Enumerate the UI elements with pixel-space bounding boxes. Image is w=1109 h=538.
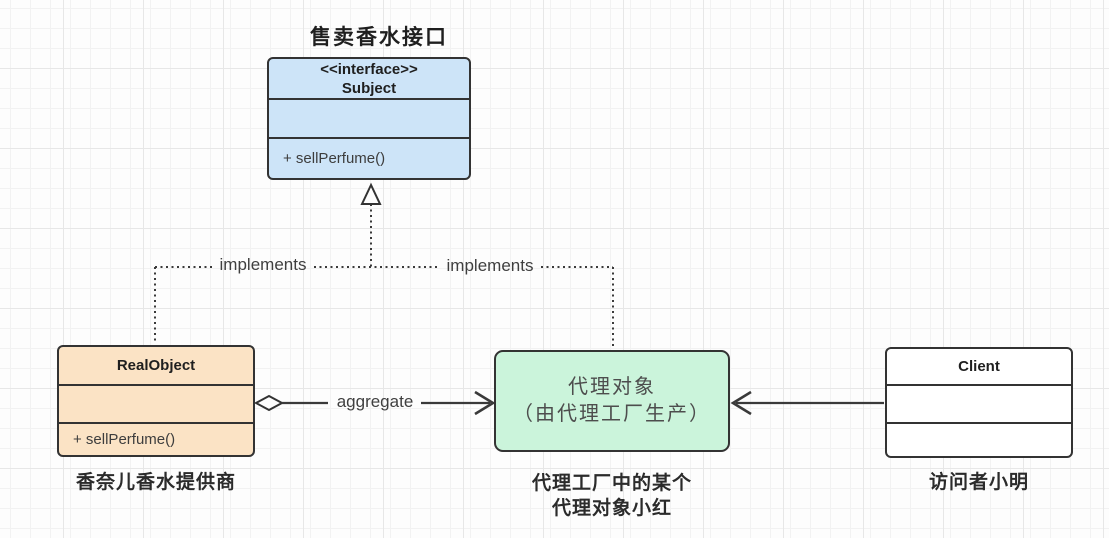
aggregate-open-arrowhead bbox=[474, 390, 496, 416]
proxy-label-line1: 代理对象 bbox=[568, 376, 656, 398]
real-object-method: + sellPerfume() bbox=[73, 431, 176, 448]
interface-method: + sellPerfume() bbox=[283, 150, 386, 167]
association-open-arrowhead bbox=[730, 390, 752, 416]
interface-name: Subject bbox=[341, 79, 397, 97]
interface-box[interactable]: <<interface>> Subject + sellPerfume() bbox=[267, 57, 471, 180]
aggregate-label: aggregate bbox=[336, 392, 414, 411]
proxy-object-box[interactable]: 代理对象 （由代理工厂生产） bbox=[494, 350, 730, 452]
proxy-label-line2: （由代理工厂生产） bbox=[513, 403, 711, 425]
proxy-caption-line1: 代理工厂中的某个 bbox=[531, 473, 692, 494]
proxy-caption: 代理工厂中的某个 代理对象小红 bbox=[484, 471, 740, 521]
real-object-attributes-compartment bbox=[59, 384, 253, 422]
interface-title-label: 售卖香水接口 bbox=[310, 26, 448, 49]
real-object-box[interactable]: RealObject + sellPerfume() bbox=[57, 345, 255, 457]
interface-stereotype: <<interface>> bbox=[320, 60, 418, 78]
real-object-name: RealObject bbox=[116, 357, 196, 374]
interface-header: <<interface>> Subject bbox=[269, 59, 469, 98]
client-box[interactable]: Client bbox=[885, 347, 1073, 458]
client-header: Client bbox=[887, 349, 1071, 384]
client-attributes-compartment bbox=[887, 384, 1071, 422]
client-methods-compartment bbox=[887, 422, 1071, 456]
proxy-caption-line2: 代理对象小红 bbox=[551, 498, 672, 519]
real-object-methods-compartment: + sellPerfume() bbox=[59, 422, 253, 455]
aggregation-diamond bbox=[253, 394, 285, 412]
real-object-header: RealObject bbox=[59, 347, 253, 384]
realization-triangle-arrowhead bbox=[360, 182, 382, 205]
implements-left-label: implements bbox=[219, 255, 307, 274]
client-name: Client bbox=[958, 358, 1000, 375]
interface-attributes-compartment bbox=[269, 98, 469, 137]
client-caption: 访问者小明 bbox=[928, 472, 1029, 493]
real-object-caption: 香奈儿香水提供商 bbox=[75, 472, 236, 493]
interface-methods-compartment: + sellPerfume() bbox=[269, 137, 469, 178]
implements-right-label: implements bbox=[446, 256, 534, 275]
